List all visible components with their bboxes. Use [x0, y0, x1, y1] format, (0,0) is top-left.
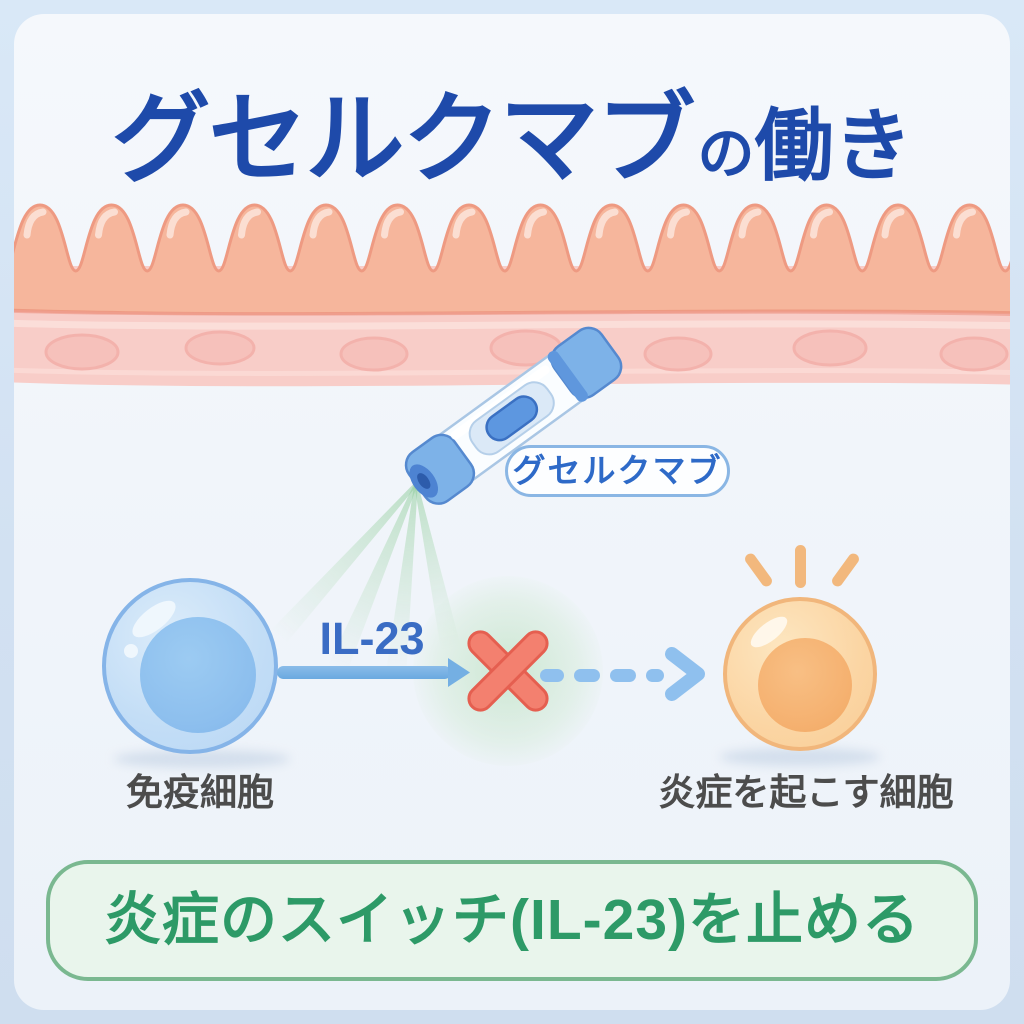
- inflammatory-cell-nucleus: [758, 638, 852, 732]
- immune-cell: [102, 578, 278, 754]
- inflammatory-cell: [723, 597, 877, 751]
- activity-ray: [742, 551, 775, 589]
- intestinal-wall-illustration: [14, 203, 1010, 387]
- infographic-card: グセルクマブの働き グセルクマブ 免疫細胞 IL-23: [14, 14, 1010, 1010]
- title-action: 働き: [754, 101, 913, 190]
- activity-ray: [829, 551, 862, 589]
- title-particle: の: [697, 122, 755, 186]
- signal-line: [277, 666, 451, 679]
- cytokine-label: IL-23: [319, 613, 425, 664]
- activity-ray: [795, 545, 806, 588]
- immune-cell-label: 免疫細胞: [126, 772, 274, 813]
- dashed-arrow-segment: [610, 669, 636, 682]
- inflammatory-cell-shadow: [720, 748, 880, 766]
- summary-banner: 炎症のスイッチ(IL-23)を止める: [46, 860, 978, 981]
- injector-pen-icon: [387, 305, 644, 523]
- summary-text: 炎症のスイッチ(IL-23)を止める: [104, 888, 920, 952]
- cell-highlight: [124, 644, 138, 658]
- title-drug-name: グセルクマブ: [111, 83, 696, 194]
- dashed-arrow-segment: [646, 669, 664, 682]
- dashed-arrow-head-icon: [665, 647, 705, 701]
- dashed-arrow-segment: [574, 669, 600, 682]
- page-title: グセルクマブの働き: [14, 58, 1010, 202]
- pen-label-pill: グセルクマブ: [505, 445, 730, 497]
- submucosa-cells: [44, 329, 1009, 372]
- villi-highlights: [23, 208, 976, 239]
- dashed-arrow-segment: [540, 669, 564, 682]
- immune-cell-nucleus: [140, 617, 256, 733]
- inflammatory-cell-label: 炎症を起こす細胞: [658, 772, 954, 813]
- villi-layer: [14, 203, 1010, 316]
- immune-cell-shadow: [114, 750, 290, 768]
